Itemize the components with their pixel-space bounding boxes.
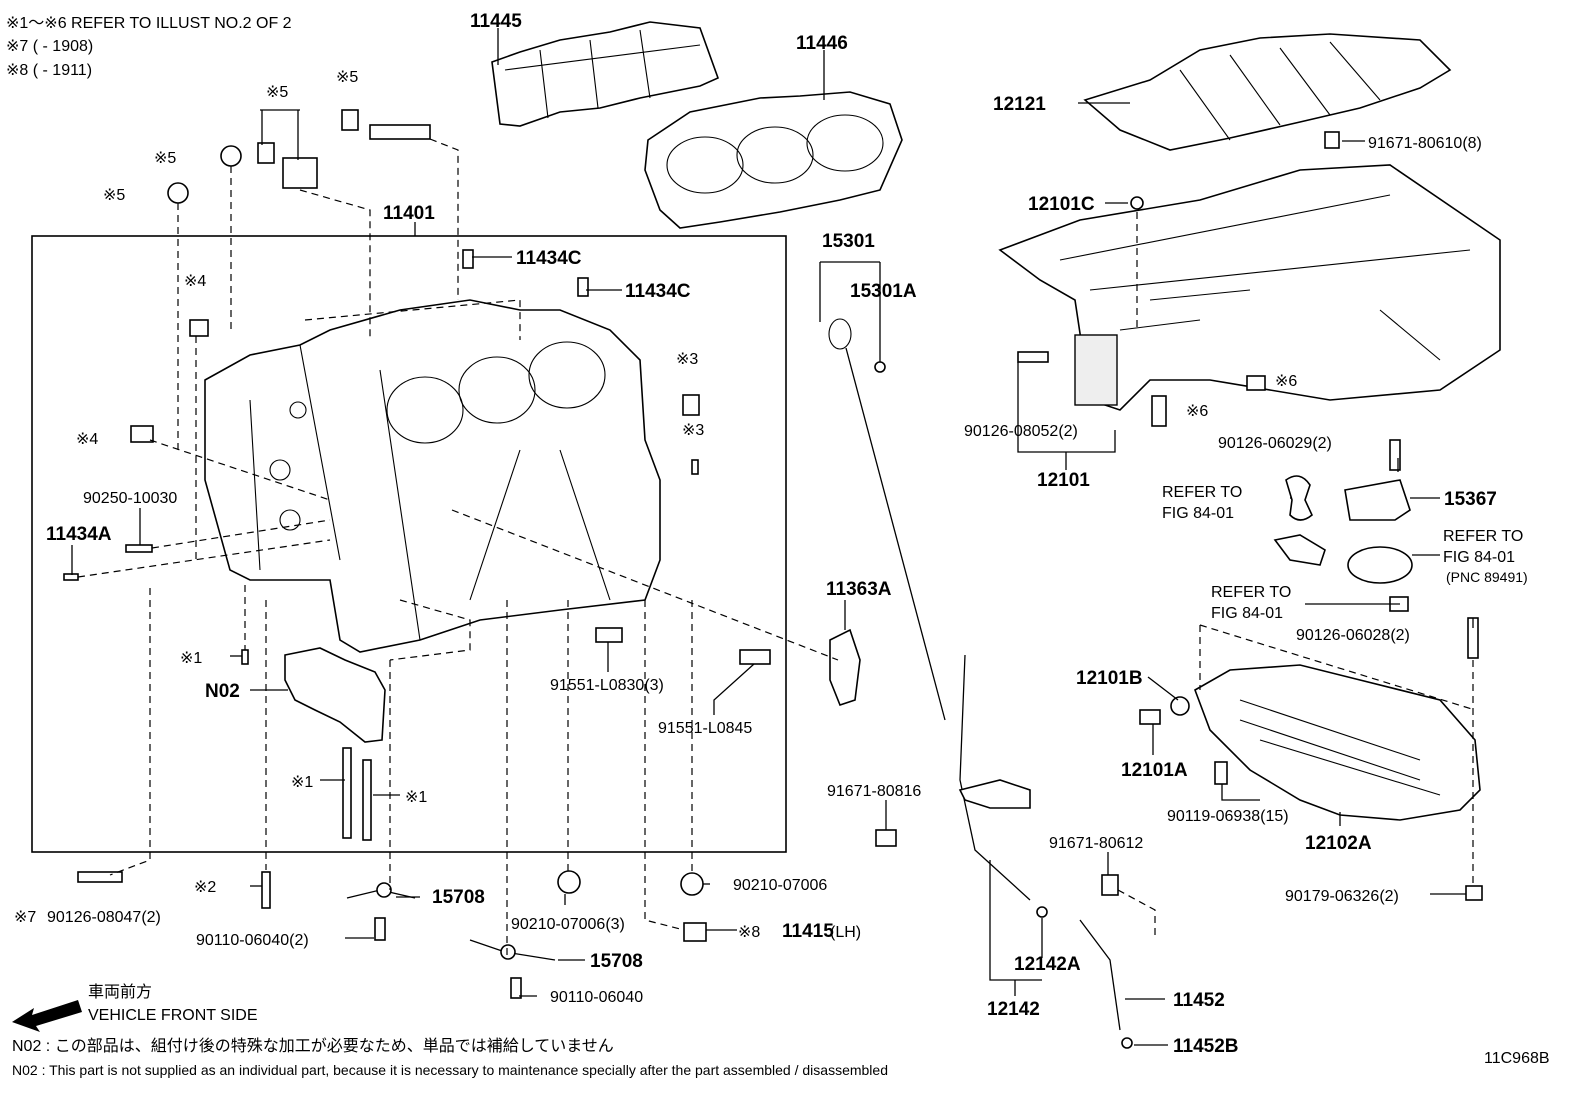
label-90250-10030: 90250-10030 <box>83 490 177 507</box>
part-N02-shape <box>284 647 386 743</box>
part-12121-shape <box>1083 33 1452 151</box>
marker-star1-b: ※1 <box>291 774 313 791</box>
small-hardware-shapes <box>63 109 1483 1049</box>
label-90110-06040: 90110-06040 <box>550 989 643 1006</box>
label-12101C: 12101C <box>1028 194 1095 215</box>
label-12101B: 12101B <box>1076 668 1143 689</box>
label-11445: 11445 <box>470 11 522 32</box>
label-15708-b: 15708 <box>590 951 643 972</box>
part-11446-shape <box>644 91 903 229</box>
label-11434A: 11434A <box>46 524 112 545</box>
part-11445-shape <box>491 21 720 127</box>
part-sensor-shape <box>1273 534 1413 584</box>
marker-star1-c: ※1 <box>405 789 427 806</box>
marker-star3-a: ※3 <box>676 351 698 368</box>
part-11401-cylinder-block-shape <box>204 299 661 653</box>
marker-star7: ※7 <box>14 909 36 926</box>
refer-to-2-line3: (PNC 89491) <box>1446 569 1528 585</box>
refer-to-2-line2: FIG 84-01 <box>1443 549 1515 566</box>
label-11452: 11452 <box>1173 990 1225 1011</box>
footnote-en: N02 : This part is not supplied as an in… <box>12 1062 888 1078</box>
leader-lines <box>71 28 1474 1046</box>
assembly-dashed-lines <box>77 138 1476 960</box>
label-15367: 15367 <box>1444 489 1497 510</box>
label-N02: N02 <box>205 681 240 702</box>
label-12101: 12101 <box>1037 470 1090 491</box>
note-star7: ※7 ( - 1908) <box>6 38 93 55</box>
part-12142-guide-shape <box>958 654 1121 1031</box>
label-90210-07006: 90210-07006 <box>733 877 827 894</box>
label-15708-a: 15708 <box>432 887 485 908</box>
label-15301A: 15301A <box>850 281 917 302</box>
label-90126-08052: 90126-08052(2) <box>964 423 1078 440</box>
footnote-jp: N02 : この部品は、組付け後の特殊な加工が必要なため、単品では補給していませ… <box>12 1037 614 1055</box>
label-91671-80612: 91671-80612 <box>1049 835 1143 852</box>
refer-to-2-line1: REFER TO <box>1443 528 1523 545</box>
marker-star6-b: ※6 <box>1186 403 1208 420</box>
part-15708-nozzle-shapes <box>346 882 556 961</box>
label-90126-06028: 90126-06028(2) <box>1296 627 1410 644</box>
note-star8: ※8 ( - 1911) <box>6 62 92 79</box>
label-12102A: 12102A <box>1305 833 1372 854</box>
direction-label-jp: 車両前方 <box>88 983 152 1001</box>
refer-to-3-line1: REFER TO <box>1211 584 1291 601</box>
figure-code: 11C968B <box>1484 1050 1550 1067</box>
label-91551-L0830: 91551-L0830(3) <box>550 677 664 694</box>
label-12142A: 12142A <box>1014 954 1081 975</box>
label-11434C-a: 11434C <box>516 248 582 269</box>
marker-star8: ※8 <box>738 924 760 941</box>
label-90210-07006-3: 90210-07006(3) <box>511 916 625 933</box>
label-90119-06938: 90119-06938(15) <box>1167 808 1289 825</box>
label-91551-L0845: 91551-L0845 <box>658 720 752 737</box>
marker-star5-a: ※5 <box>154 150 176 167</box>
part-12101-shape <box>998 164 1501 411</box>
label-11401: 11401 <box>383 203 435 224</box>
label-90126-06029: 90126-06029(2) <box>1218 435 1332 452</box>
part-11363A-shape <box>829 628 861 706</box>
label-90126-08047: 90126-08047(2) <box>47 909 161 926</box>
gasket-ref-shape <box>1285 475 1313 521</box>
label-11415: 11415 <box>782 921 834 942</box>
label-12101A: 12101A <box>1121 760 1188 781</box>
label-11363A: 11363A <box>826 579 892 600</box>
refer-to-1-line1: REFER TO <box>1162 484 1242 501</box>
part-15301-dipstick-shape <box>828 318 946 721</box>
refer-to-1-line2: FIG 84-01 <box>1162 505 1234 522</box>
note-refer-illust: ※1～※6 REFER TO ILLUST NO.2 OF 2 <box>6 15 292 32</box>
label-11434C-b: 11434C <box>625 281 691 302</box>
part-12102A-shape <box>1194 664 1481 821</box>
label-90179-06326: 90179-06326(2) <box>1285 888 1399 905</box>
label-12121: 12121 <box>993 94 1046 115</box>
label-90110-06040-2: 90110-06040(2) <box>196 932 309 949</box>
marker-star4-a: ※4 <box>184 273 206 290</box>
label-11415-lh: (LH) <box>830 924 861 941</box>
marker-star5-c: ※5 <box>266 84 288 101</box>
marker-star4-b: ※4 <box>76 431 98 448</box>
marker-star3-b: ※3 <box>682 422 704 439</box>
refer-to-3-line2: FIG 84-01 <box>1211 605 1283 622</box>
block-assembly-frame <box>31 235 787 853</box>
vehicle-front-arrow <box>12 1000 82 1032</box>
label-91671-80816: 91671-80816 <box>827 783 921 800</box>
marker-star1-a: ※1 <box>180 650 202 667</box>
marker-star6-a: ※6 <box>1275 373 1297 390</box>
marker-star5-b: ※5 <box>103 187 125 204</box>
label-11452B: 11452B <box>1173 1036 1239 1057</box>
label-91671-80610: 91671-80610(8) <box>1368 135 1482 152</box>
label-12142: 12142 <box>987 999 1040 1020</box>
label-11446: 11446 <box>796 33 848 54</box>
label-15301: 15301 <box>822 231 875 252</box>
marker-star2: ※2 <box>194 879 216 896</box>
direction-label-en: VEHICLE FRONT SIDE <box>88 1007 258 1024</box>
marker-star5-d: ※5 <box>336 69 358 86</box>
part-15367-shape <box>1344 479 1411 521</box>
